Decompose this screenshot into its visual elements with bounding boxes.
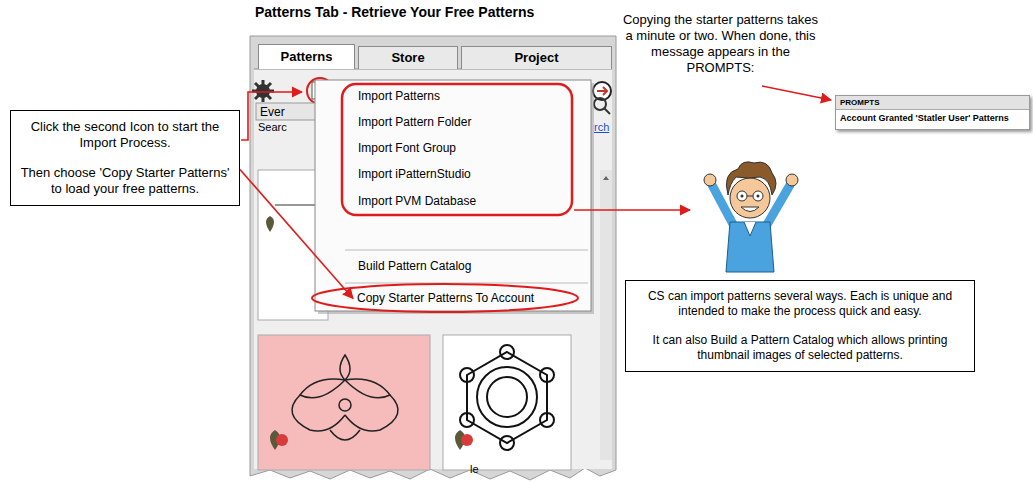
pattern-tiles-part-part	[487, 377, 527, 417]
menu-item-text: Build Pattern Catalog	[358, 259, 554, 274]
menu-item-text: Import iPatternStudio	[358, 167, 554, 182]
menu-item: Import iPatternStudio	[350, 165, 560, 184]
prompts-box-text: Account Granted 'Statler User' Patterns	[836, 110, 1029, 129]
dropdown-menu-part	[315, 80, 591, 311]
pattern-tiles-part-part	[292, 395, 345, 431]
cartoon-figure-part	[753, 191, 763, 201]
search-row-part	[256, 103, 316, 120]
cartoon-figure	[704, 162, 798, 272]
callout-box-text: Click the second Icon to start the Impor…	[17, 119, 233, 151]
pattern-tiles-part	[276, 434, 288, 446]
tab: Patterns	[258, 44, 355, 69]
patterns-panel	[250, 36, 616, 480]
cartoon-figure-part	[737, 191, 747, 201]
dropdown-text: Ever	[260, 105, 285, 119]
connector-arrow	[240, 170, 353, 299]
menu-item: Import Font Group	[350, 139, 560, 158]
prompts-box-text: PROMPTS	[836, 96, 1029, 110]
pattern-tiles-part-part	[340, 355, 350, 380]
menu-item: Copy Starter Patterns To Account	[353, 289, 538, 308]
pattern-tiles-part	[461, 434, 473, 446]
leader-lines-part	[574, 209, 690, 211]
tab: Store	[358, 46, 458, 69]
menu-item-text: Import Patterns	[358, 89, 554, 104]
tab-text: Store	[359, 47, 457, 69]
pattern-tiles-part	[603, 176, 609, 180]
pattern-tiles-part-part	[345, 379, 390, 398]
menu-item: Build Pattern Catalog	[350, 257, 560, 276]
leader-lines-part	[762, 86, 831, 100]
pattern-tiles-part	[600, 170, 612, 460]
dropdown-menu-part	[342, 84, 572, 215]
pattern-tiles-part-part	[345, 395, 398, 431]
cartoon-figure-part	[704, 174, 716, 186]
pattern-tiles-part	[460, 345, 554, 450]
pattern-tiles-part-part	[460, 368, 474, 382]
pattern-tiles-part-part	[500, 436, 514, 450]
toolbar-icons-part-part	[255, 83, 271, 99]
dropdown-menu-part	[345, 250, 588, 251]
toolbar-icons-part-part	[255, 83, 271, 99]
cartoon-figure-part	[726, 162, 776, 195]
menu-item: Import PVM Database	[350, 192, 560, 211]
pattern-tiles-part	[292, 355, 398, 440]
note-text: Copying the starter patterns takes a min…	[618, 12, 823, 76]
toolbar-icons-part	[597, 87, 607, 95]
callout-box: Click the second Icon to start the Impor…	[10, 110, 240, 206]
pattern-tiles-part-part	[300, 379, 345, 398]
cartoon-figure-part	[741, 207, 759, 212]
pattern-tiles-part-part	[540, 413, 554, 427]
pattern-tiles-part-part	[477, 367, 537, 427]
cartoon-figure-part	[757, 195, 760, 198]
cartoon-figure-part	[741, 195, 744, 198]
toolbar-icons-part	[252, 80, 274, 102]
menu-item: Import Patterns	[350, 87, 560, 106]
tab-text: Patterns	[259, 45, 354, 69]
pattern-tiles-part	[258, 335, 430, 470]
pattern-tiles-part	[275, 205, 315, 206]
info-box-text: CS can import patterns several ways. Eac…	[636, 289, 964, 319]
link-text: rch	[594, 121, 609, 133]
tile-caption: le	[470, 463, 479, 475]
info-box-text: It can also Build a Pattern Catalog whic…	[636, 333, 964, 363]
pattern-tiles-part-part	[460, 413, 474, 427]
tab: Project	[461, 46, 612, 69]
dropdown-menu	[312, 80, 594, 314]
diagram-title: Patterns Tab - Retrieve Your Free Patter…	[255, 4, 534, 20]
menu-item: Import Pattern Folder	[350, 113, 560, 132]
pattern-tiles-part-part	[330, 430, 360, 440]
pattern-tiles-part-part	[467, 352, 547, 443]
cartoon-figure-part	[747, 196, 753, 197]
leader-lines-part	[241, 92, 302, 140]
pattern-tiles-part-part	[540, 368, 554, 382]
pattern-tiles-part	[266, 216, 274, 232]
cartoon-figure-part	[726, 222, 774, 272]
tab-text: Project	[462, 47, 611, 69]
patterns-panel-part	[250, 36, 616, 480]
prompts-box: PROMPTSAccount Granted 'Statler User' Pa…	[835, 95, 1030, 130]
search-row-part	[604, 108, 610, 114]
menu-item-text: Import PVM Database	[358, 194, 554, 209]
cartoon-figure-part	[730, 178, 770, 218]
pattern-tiles-part-part	[339, 399, 351, 411]
menu-item-text: Import Font Group	[358, 141, 554, 156]
pattern-tiles-part-part	[500, 345, 514, 359]
search-text: Searc	[258, 121, 287, 133]
callout-box-text: Then choose 'Copy Starter Patterns' to l…	[17, 165, 233, 197]
cartoon-figure-part	[744, 222, 756, 236]
menu-item-text: Import Pattern Folder	[358, 115, 554, 130]
leader-lines	[241, 86, 831, 210]
info-box: CS can import patterns several ways. Eac…	[625, 280, 975, 372]
pattern-tiles-part	[443, 335, 571, 470]
cartoon-figure-part	[786, 174, 798, 186]
menu-item-text: Copy Starter Patterns To Account	[357, 291, 534, 306]
patterns-panel-part	[254, 69, 612, 469]
